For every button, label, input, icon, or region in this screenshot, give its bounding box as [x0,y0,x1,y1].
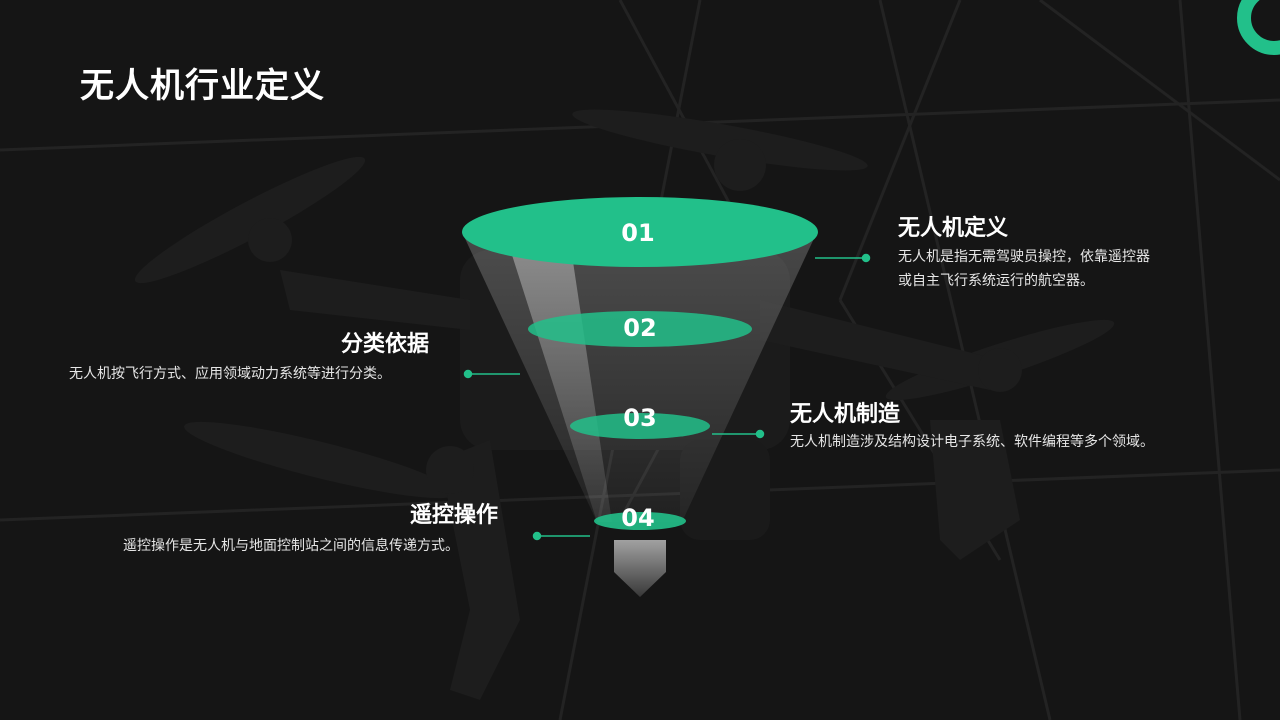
step-number-01: 01 [621,219,655,247]
step-desc-04: 遥控操作是无人机与地面控制站之间的信息传递方式。 [123,538,459,554]
step-heading-04: 遥控操作 [410,503,499,528]
page-title: 无人机行业定义 [80,66,325,106]
funnel-layer-02 [528,311,752,347]
step-desc-01-line1: 无人机是指无需驾驶员操控，依靠遥控器 [898,249,1150,265]
funnel-tip [614,540,666,597]
step-number-04: 04 [621,504,655,532]
funnel-highlight [512,255,612,522]
funnel-cone [462,232,817,522]
connector-dot-04 [532,531,542,541]
step-number-02: 02 [623,314,657,342]
funnel-layer-03 [570,413,710,439]
funnel-layer-01 [462,197,818,267]
step-desc-02: 无人机按飞行方式、应用领域动力系统等进行分类。 [69,366,391,382]
step-number-03: 03 [623,404,657,432]
connector-dot-03 [755,429,765,439]
connector-dot-01 [861,253,871,263]
corner-ring-decoration [1237,0,1280,55]
step-desc-01-line2: 或自主飞行系统运行的航空器。 [898,273,1094,289]
connector-dot-02 [463,369,473,379]
step-desc-03: 无人机制造涉及结构设计电子系统、软件编程等多个领域。 [790,434,1154,450]
step-heading-03: 无人机制造 [790,402,901,427]
step-heading-01: 无人机定义 [898,216,1009,241]
step-heading-02: 分类依据 [341,332,430,357]
funnel-layer-04 [594,512,686,530]
